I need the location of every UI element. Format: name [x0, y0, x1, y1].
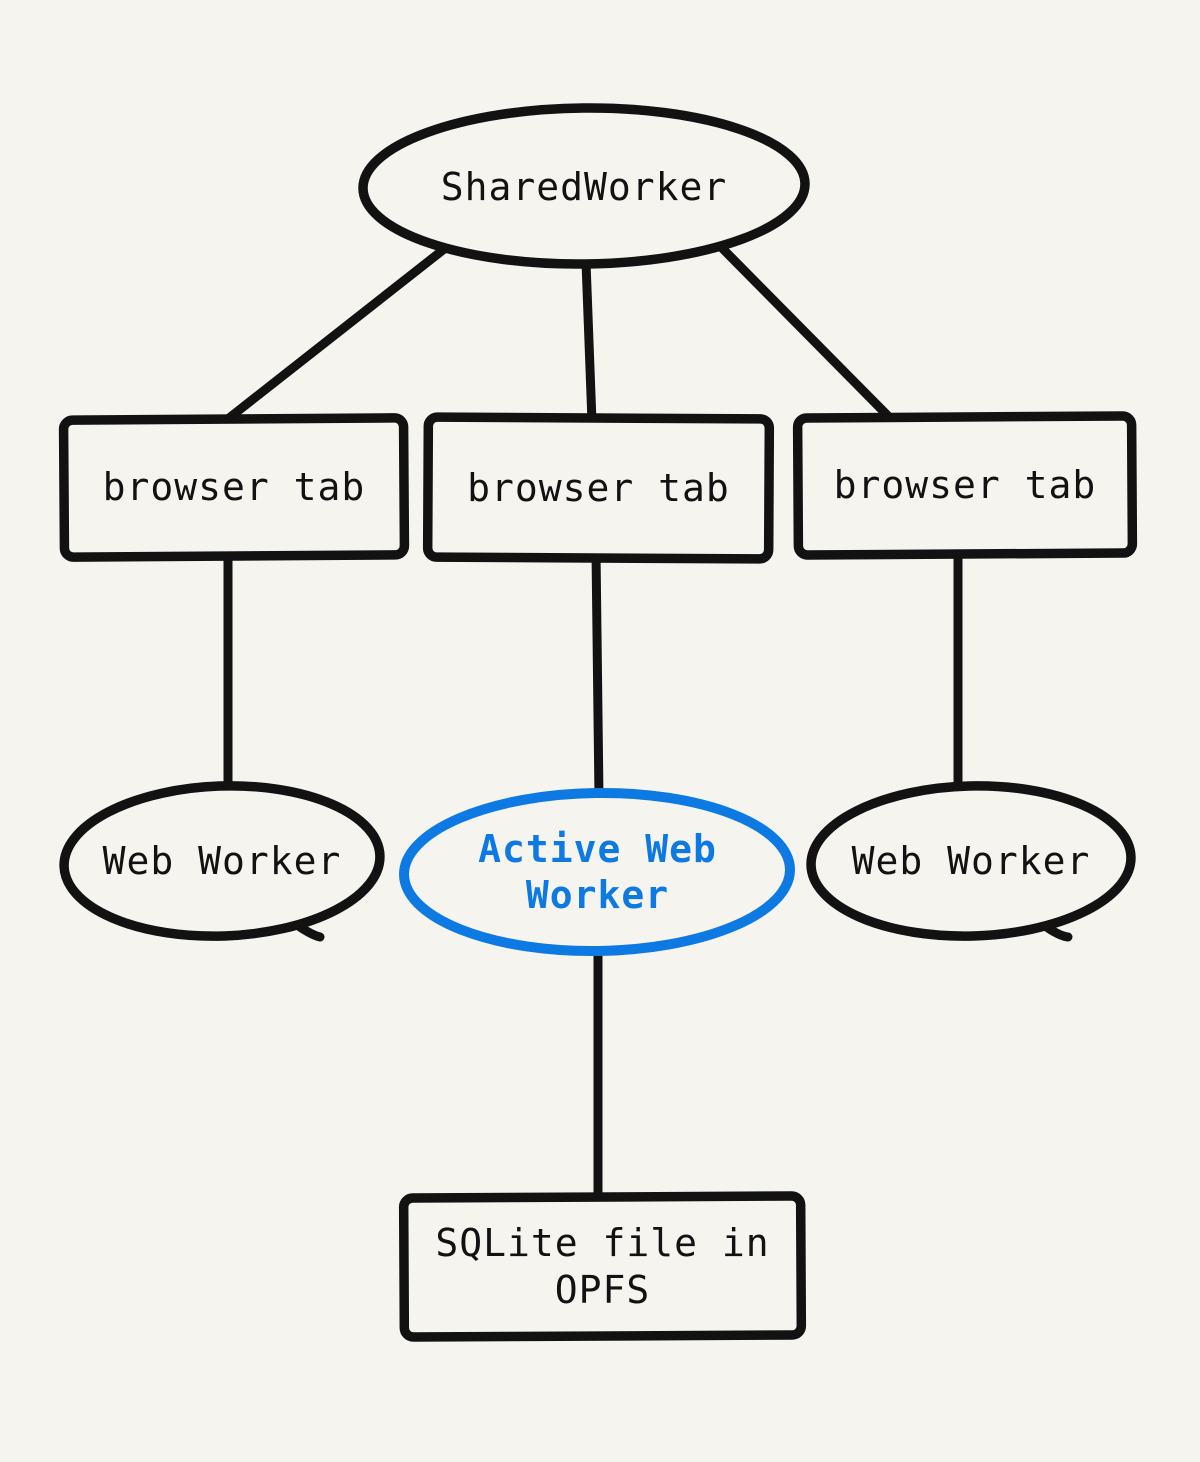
edge-tab-middle-to-worker [591, 547, 604, 803]
edge-shared-to-tab-right [717, 243, 899, 427]
active-web-worker-label: Active Web Worker [478, 826, 717, 917]
shared-worker-ellipse [358, 103, 810, 269]
browser-tab-middle-box [422, 412, 775, 564]
edge-shared-to-tab-left [219, 241, 453, 427]
edge-shared-to-tab-middle [581, 257, 597, 427]
shared-worker-label: SharedWorker [440, 164, 728, 209]
web-worker-left-label: Web Worker [102, 838, 342, 883]
sketch-stroke-right [1043, 923, 1073, 942]
browser-tab-left-label: browser tab [102, 465, 366, 510]
browser-tab-right-box [792, 411, 1138, 560]
sqlite-file-box [398, 1191, 807, 1342]
browser-tab-right-label: browser tab [833, 463, 1097, 508]
sqlite-file-label: SQLite file in OPFS [435, 1221, 770, 1312]
browser-tab-middle-label: browser tab [467, 465, 730, 510]
web-worker-right-ellipse [806, 781, 1136, 941]
web-worker-left-ellipse [59, 781, 385, 941]
web-worker-right-label: Web Worker [851, 838, 1091, 883]
sketch-stroke-left [295, 922, 325, 942]
active-web-worker-ellipse [399, 787, 795, 957]
browser-tab-left-box [58, 413, 410, 562]
